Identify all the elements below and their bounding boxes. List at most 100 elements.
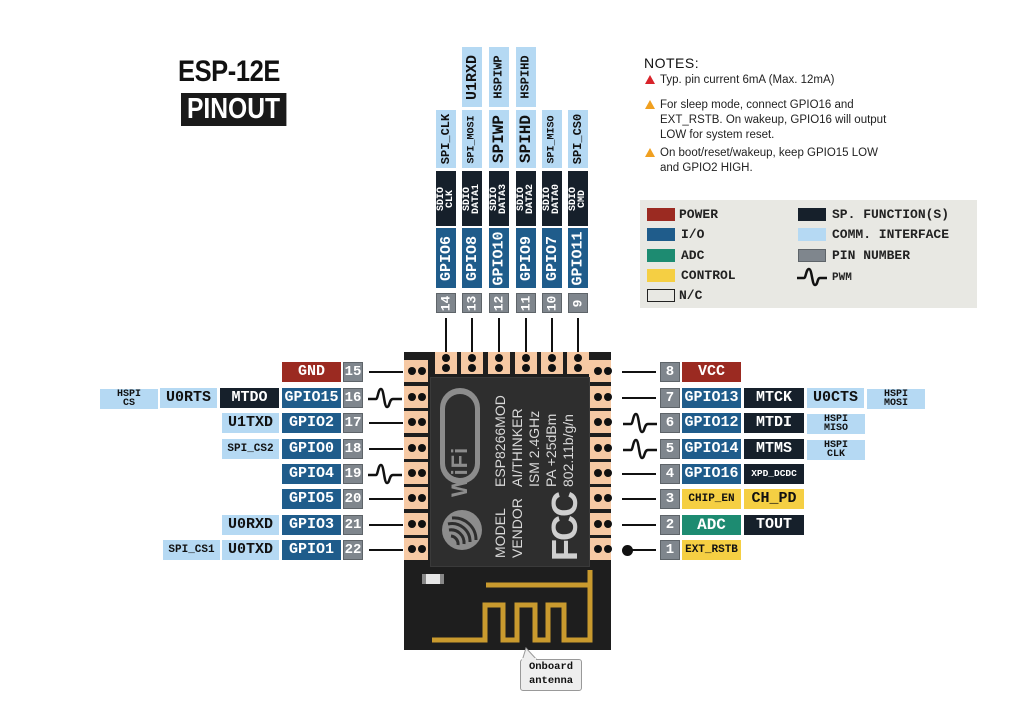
right-main-label: GPIO13 — [682, 388, 741, 408]
pad-top — [541, 352, 563, 374]
right-pin-number: 6 — [660, 413, 680, 433]
module-model: ESP8266MOD — [492, 395, 508, 487]
legend-label-io: I/O — [681, 227, 705, 242]
callout-pointer-join — [522, 658, 536, 661]
module-vendor: AI/THINKER — [509, 408, 525, 487]
pad-hole — [604, 545, 612, 553]
note-1: Typ. pin current 6mA (Max. 12mA) — [660, 74, 835, 86]
legend-swatch-adc — [647, 249, 675, 262]
warning-orange-icon — [645, 148, 655, 157]
antenna-trace-icon — [432, 570, 593, 643]
title-pinout-badge: PINOUT — [181, 93, 287, 126]
left-main-label: GPIO3 — [282, 515, 341, 535]
right-comm2-line2: MISO — [823, 423, 848, 434]
top-pin-number-text: 12 — [491, 295, 507, 311]
pad-hole — [604, 393, 612, 401]
top-extra-text: HSPIHD — [519, 55, 533, 99]
pad-hole — [495, 364, 503, 372]
pad-top — [488, 352, 510, 374]
module-label-vendor: VENDOR — [509, 498, 525, 558]
pad-hole — [418, 444, 426, 452]
pad-hole — [604, 520, 612, 528]
note-2-line1: For sleep mode, connect GPIO16 and — [660, 99, 854, 111]
left-pin-number: 18 — [343, 439, 363, 459]
right-pin-number: 1 — [660, 540, 680, 560]
top-extra-text: U1RXD — [463, 54, 481, 100]
top-gpio-text: GPIO11 — [569, 230, 587, 286]
top-spi-label: SPIHD — [516, 110, 536, 168]
module-ism: ISM 2.4GHz — [526, 410, 542, 487]
pad-hole — [594, 393, 602, 401]
right-sp-label: MTCK — [744, 388, 804, 408]
pin-trace — [622, 524, 656, 526]
pin-trace — [525, 318, 527, 352]
pad-hole — [468, 364, 476, 372]
warning-red-icon — [645, 75, 655, 84]
top-spi-text: SPIHD — [517, 114, 536, 164]
pin-trace — [471, 318, 473, 352]
right-pin-number: 7 — [660, 388, 680, 408]
top-pin-number-text: 9 — [570, 299, 586, 307]
module-standard: 802.11b/g/n — [560, 414, 576, 487]
legend-label-nc: N/C — [679, 288, 703, 303]
note-3-line2: and GPIO2 HIGH. — [660, 162, 753, 174]
legend-swatch-comm — [798, 228, 826, 241]
pad-hole — [418, 393, 426, 401]
right-sp-label: MTDI — [744, 413, 804, 433]
top-gpio-label: GPIO8 — [462, 228, 482, 288]
pad-top — [435, 352, 457, 374]
note-3: On boot/reset/wakeup, keep GPIO15 LOW an… — [660, 146, 878, 176]
top-sdio-line2: CMD — [577, 189, 589, 208]
pwm-wave-icon — [797, 267, 827, 287]
right-pin-number: 2 — [660, 515, 680, 535]
left-pin-number: 17 — [343, 413, 363, 433]
pad-hole — [594, 418, 602, 426]
top-pin-number-text: 11 — [518, 295, 534, 311]
pin-trace — [369, 524, 403, 526]
pad-hole — [594, 494, 602, 502]
top-gpio-label: GPIO11 — [568, 228, 588, 288]
top-pin-number: 14 — [436, 293, 456, 313]
top-extra-text: HSPIWP — [492, 55, 506, 99]
title-line1: ESP-12E — [178, 55, 280, 88]
pad-hole — [574, 354, 582, 362]
pad-top — [515, 352, 537, 374]
right-main-label: ADC — [682, 515, 741, 535]
pad-hole — [594, 367, 602, 375]
pad-hole — [574, 364, 582, 372]
top-pin-number: 10 — [542, 293, 562, 313]
pad-left — [404, 538, 428, 560]
right-comm2-line2: CLK — [826, 449, 845, 460]
pin-trace — [622, 498, 656, 500]
right-pin-number: 8 — [660, 362, 680, 382]
legend-swatch-control — [647, 269, 675, 282]
right-sp-label: XPD_DCDC — [744, 464, 804, 484]
top-pin-number-text: 10 — [544, 295, 560, 311]
top-sdio-line2: DATA3 — [498, 183, 510, 214]
top-gpio-text: GPIO8 — [463, 235, 481, 281]
right-main-label: GPIO14 — [682, 439, 741, 459]
pad-hole — [548, 364, 556, 372]
top-pin-number: 11 — [516, 293, 536, 313]
pin-trace — [622, 371, 656, 373]
pad-hole — [594, 545, 602, 553]
fcc-logo-icon: FCC — [544, 493, 585, 561]
pad-hole — [418, 367, 426, 375]
pad-hole — [604, 367, 612, 375]
pwm-wave-icon — [368, 463, 402, 485]
top-pin-number: 13 — [462, 293, 482, 313]
note-3-line1: On boot/reset/wakeup, keep GPIO15 LOW — [660, 147, 878, 159]
smd-component — [422, 574, 444, 584]
pin-trace — [577, 318, 579, 352]
pad-hole — [594, 469, 602, 477]
top-pin-number: 9 — [568, 293, 588, 313]
pin-trace — [622, 397, 656, 399]
pad-hole — [418, 494, 426, 502]
